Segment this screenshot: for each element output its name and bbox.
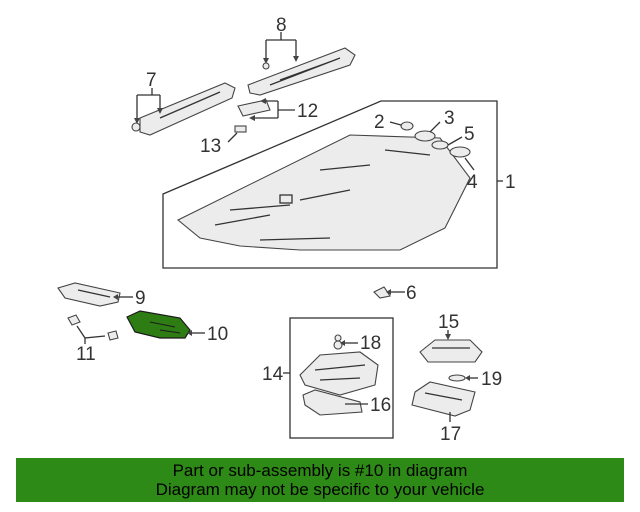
part-14-assembly[interactable] — [299, 351, 379, 396]
headliner-group-box — [162, 100, 498, 269]
callout-19: 19 — [481, 369, 502, 390]
part-3[interactable] — [414, 130, 436, 142]
part-9[interactable] — [57, 282, 121, 307]
callout-12: 12 — [297, 101, 318, 122]
part-13[interactable] — [234, 125, 247, 133]
callout-1: 1 — [505, 172, 516, 193]
callout-17: 17 — [440, 424, 461, 445]
callout-5: 5 — [464, 124, 475, 145]
callout-7: 7 — [146, 70, 157, 91]
part-11[interactable] — [67, 314, 81, 326]
callout-13: 13 — [200, 136, 221, 157]
part-19[interactable] — [448, 374, 466, 382]
banner-line-2: Diagram may not be specific to your vehi… — [155, 480, 485, 499]
callout-15: 15 — [438, 312, 459, 333]
headliner-part[interactable] — [176, 134, 471, 251]
callout-4a: 4 — [467, 172, 478, 193]
callout-3: 3 — [444, 108, 455, 129]
parts-diagram: 1 2 3 4 5 6 7 8 9 10 11 12 13 14 15 16 1… — [57, 15, 516, 445]
part-17[interactable] — [411, 381, 476, 417]
callout-10: 10 — [207, 324, 228, 345]
callout-11: 11 — [76, 344, 96, 365]
part-5[interactable] — [431, 140, 449, 150]
banner-line-1: Part or sub-assembly is #10 in diagram — [172, 461, 468, 480]
part-12[interactable] — [237, 99, 271, 117]
part-16[interactable] — [302, 389, 363, 416]
callout-9: 9 — [135, 288, 146, 309]
callout-6: 6 — [406, 283, 417, 304]
part-2[interactable] — [400, 121, 414, 131]
callout-2: 2 — [374, 112, 385, 133]
callout-16: 16 — [370, 395, 391, 416]
part-14-box — [289, 317, 394, 439]
callout-14: 14 — [262, 364, 284, 385]
callout-8: 8 — [276, 15, 287, 36]
info-banner: Part or sub-assembly is #10 in diagram D… — [16, 458, 624, 502]
callout-18: 18 — [360, 333, 381, 354]
part-15[interactable] — [419, 339, 483, 363]
part-10-highlight[interactable] — [126, 310, 191, 339]
part-4-right[interactable] — [449, 146, 471, 158]
part-6[interactable] — [373, 286, 391, 299]
